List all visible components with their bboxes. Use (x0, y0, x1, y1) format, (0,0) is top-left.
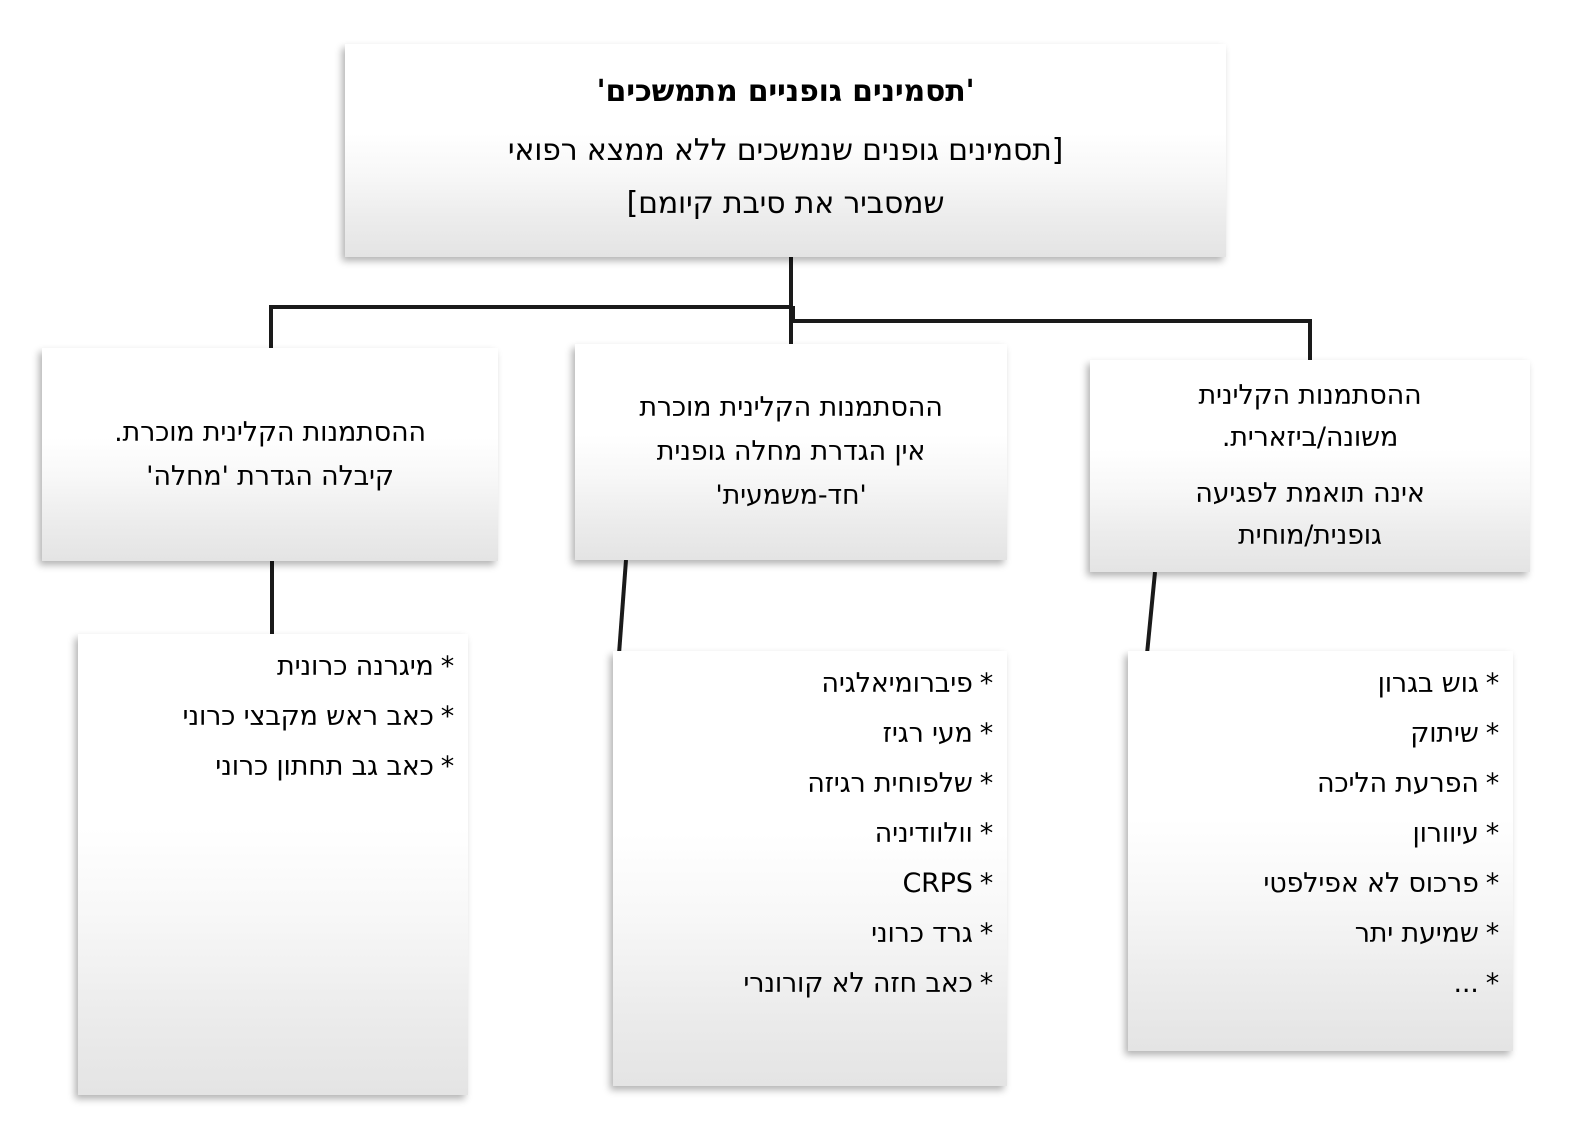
root-node-text: 'תסמינים גופניים מתמשכים' [תסמינים גופני… (363, 65, 1208, 230)
bullet-glyph: * (979, 968, 994, 999)
list-item: *כאב ראש מקבצי כרוני (94, 692, 468, 742)
list-item-label: ... (1453, 968, 1479, 999)
category-2-line-3: אינה תואמת לפגיעה (1195, 478, 1425, 509)
list-item: *הפרעת הליכה (1144, 759, 1513, 809)
category-1-line-2: אין הגדרת מחלה גופנית (656, 436, 926, 467)
examples-list-known-disease-items: *מיגרנה כרונית *כאב ראש מקבצי כרוני *כאב… (94, 642, 468, 792)
list-item: *פיברומיאלגיה (629, 659, 1007, 709)
list-item: *כאב חזה לא קורונרי (629, 959, 1007, 1009)
bullet-glyph: * (979, 718, 994, 749)
examples-list-no-clear-definition: *פיברומיאלגיה *מעי רגיז *שלפוחית רגיזה *… (613, 651, 1007, 1086)
list-item: *שמיעת יתר (1144, 909, 1513, 959)
list-item-label: כאב ראש מקבצי כרוני (182, 701, 434, 732)
list-item: *כאב גב תחתון כרוני (94, 742, 468, 792)
bullet-glyph: * (1485, 768, 1500, 799)
list-item-label: גוש בגרון (1377, 668, 1479, 699)
category-node-no-clear-definition-text: ההסתמנות הקלינית מוכרת אין הגדרת מחלה גו… (593, 386, 989, 518)
category-1-line-1: ההסתמנות הקלינית מוכרת (639, 392, 943, 423)
bullet-glyph: * (1485, 968, 1500, 999)
bullet-glyph: * (1485, 868, 1500, 899)
examples-list-bizarre-presentation: *גוש בגרון *שיתוק *הפרעת הליכה *עיוורון … (1128, 651, 1513, 1051)
bullet-glyph: * (1485, 718, 1500, 749)
list-item: *גרד כרוני (629, 909, 1007, 959)
list-item: *פרכוס לא אפילפטי (1144, 859, 1513, 909)
examples-list-bizarre-presentation-items: *גוש בגרון *שיתוק *הפרעת הליכה *עיוורון … (1144, 659, 1513, 1009)
list-item-label: עיוורון (1412, 818, 1479, 849)
category-2-spacer (1108, 459, 1512, 473)
connector-branch-left (269, 305, 793, 348)
list-item-label: שיתוק (1410, 718, 1479, 749)
list-item-label: מיגרנה כרונית (277, 651, 434, 682)
category-node-known-disease-text: ההסתמנות הקלינית מוכרת. קיבלה הגדרת 'מחל… (62, 411, 478, 499)
category-node-bizarre-presentation-text: ההסתמנות הקלינית משונה/ביזארית. אינה תוא… (1108, 375, 1512, 557)
category-0-line-1: ההסתמנות הקלינית מוכרת. (114, 416, 426, 448)
bullet-glyph: * (979, 818, 994, 849)
bullet-glyph: * (1485, 668, 1500, 699)
list-item: *... (1144, 959, 1513, 1009)
bullet-glyph: * (979, 768, 994, 799)
list-item: *גוש בגרון (1144, 659, 1513, 709)
category-2-line-1: ההסתמנות הקלינית (1198, 380, 1422, 411)
bullet-glyph: * (1485, 818, 1500, 849)
bullet-glyph: * (1485, 918, 1500, 949)
list-item: *CRPS (629, 859, 1007, 909)
list-item: *שלפוחית רגיזה (629, 759, 1007, 809)
list-item-label: שמיעת יתר (1354, 918, 1479, 949)
category-node-bizarre-presentation: ההסתמנות הקלינית משונה/ביזארית. אינה תוא… (1090, 360, 1530, 572)
category-2-line-4: גופנית/מוחית (1238, 520, 1382, 551)
category-2-line-2: משונה/ביזארית. (1221, 422, 1399, 453)
bullet-glyph: * (440, 651, 455, 682)
root-node-persistent-physical-symptoms: 'תסמינים גופניים מתמשכים' [תסמינים גופני… (345, 44, 1226, 257)
connector-cat2-to-list2 (1145, 571, 1157, 655)
list-item-label: שלפוחית רגיזה (807, 768, 973, 799)
root-node-subtitle-line-2: שמסביר את סיבת קיומם] (626, 186, 945, 221)
bullet-glyph: * (979, 918, 994, 949)
list-item: *וולוודיניה (629, 809, 1007, 859)
list-item: *מעי רגיז (629, 709, 1007, 759)
list-item-label: מעי רגיז (882, 718, 973, 749)
category-node-no-clear-definition: ההסתמנות הקלינית מוכרת אין הגדרת מחלה גו… (575, 344, 1007, 560)
list-item-label: גרד כרוני (871, 918, 973, 949)
list-item: *מיגרנה כרונית (94, 642, 468, 692)
list-item: *עיוורון (1144, 809, 1513, 859)
list-item: *שיתוק (1144, 709, 1513, 759)
list-item-label: כאב גב תחתון כרוני (215, 751, 434, 782)
category-node-known-disease: ההסתמנות הקלינית מוכרת. קיבלה הגדרת 'מחל… (42, 348, 498, 561)
root-node-subtitle-line-1: [תסמינים גופנים שנמשכים ללא ממצא רפואי (507, 133, 1064, 168)
list-item-label: פרכוס לא אפילפטי (1263, 868, 1479, 899)
category-0-line-2: קיבלה הגדרת 'מחלה' (146, 460, 394, 492)
root-node-title: 'תסמינים גופניים מתמשכים' (596, 74, 975, 109)
category-1-line-3: 'חד-משמעית' (715, 480, 867, 511)
bullet-glyph: * (979, 868, 994, 899)
examples-list-known-disease: *מיגרנה כרונית *כאב ראש מקבצי כרוני *כאב… (78, 634, 468, 1095)
bullet-glyph: * (440, 701, 455, 732)
list-item-label: וולוודיניה (874, 818, 973, 849)
bullet-glyph: * (979, 668, 994, 699)
list-item-label: כאב חזה לא קורונרי (743, 968, 973, 999)
examples-list-no-clear-definition-items: *פיברומיאלגיה *מעי רגיז *שלפוחית רגיזה *… (629, 659, 1007, 1009)
connector-cat1-to-list1 (617, 559, 628, 655)
list-item-label: פיברומיאלגיה (821, 668, 973, 699)
list-item-label: הפרעת הליכה (1316, 768, 1479, 799)
list-item-label: CRPS (902, 868, 973, 899)
bullet-glyph: * (440, 751, 455, 782)
